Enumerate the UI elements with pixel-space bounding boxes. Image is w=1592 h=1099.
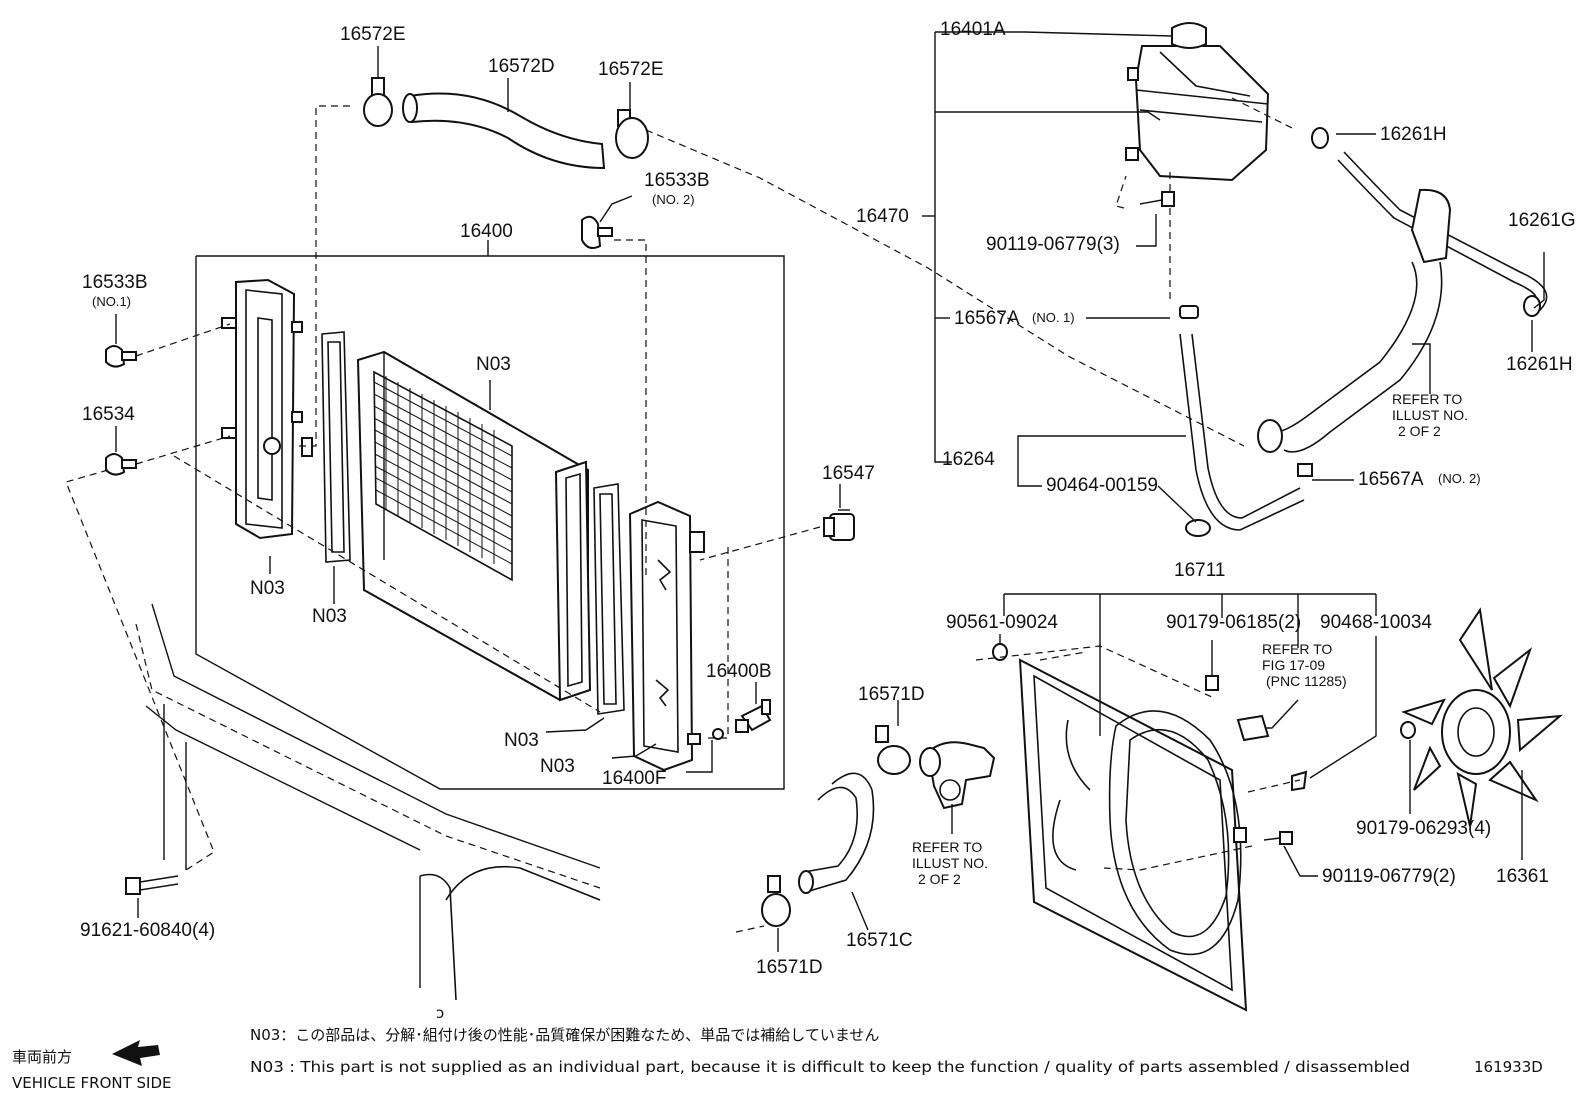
radiator-core (356, 350, 592, 702)
o-ring-16400F (712, 728, 724, 740)
label-16401A: 16401A (940, 19, 1006, 40)
radiator-right-gasket (593, 483, 625, 715)
label-16567A-no1-sub: (NO. 1) (1032, 310, 1075, 325)
stray-mark: ɔ (436, 1004, 444, 1022)
label-n03-left-gasket: N03 (312, 606, 347, 627)
hose-16572D (402, 92, 606, 170)
clamp-16567A-no1 (1179, 305, 1199, 319)
label-90464-00159: 90464-00159 (1046, 475, 1158, 496)
label-16361: 16361 (1496, 866, 1549, 887)
note-refer-fig-line1: REFER TO (1262, 641, 1332, 657)
diagram-id: 161933D (1474, 1058, 1543, 1076)
label-16711: 16711 (1174, 560, 1225, 581)
radiator-left-gasket (321, 331, 351, 563)
label-90179-06185: 90179-06185(2) (1166, 612, 1301, 633)
cushion-16533B-no1 (105, 345, 137, 368)
note-refer-2of2-bottom-line3: 2 OF 2 (918, 871, 961, 887)
label-16567A-no1: 16567A (954, 308, 1020, 329)
label-16261H-top: 16261H (1380, 124, 1447, 145)
clamp-16572E-left (363, 77, 393, 127)
vehicle-front-label-en: VEHICLE FRONT SIDE (12, 1074, 172, 1092)
reservoir-cap-16401A (1171, 22, 1207, 49)
label-16571D-top: 16571D (858, 684, 925, 705)
note-refer-fig-line3: (PNC 11285) (1266, 673, 1347, 689)
label-n03-left-tank: N03 (250, 578, 285, 599)
label-16400F: 16400F (602, 768, 666, 789)
cushion-16533B-no2 (581, 215, 613, 249)
note-refer-2of2-bottom-line1: REFER TO (912, 839, 982, 855)
drain-cock-16400B (735, 699, 772, 733)
hose-16571C (798, 772, 875, 894)
reservoir-hose-16264 (1179, 333, 1305, 537)
label-16571D-bottom: 16571D (756, 957, 823, 978)
radiator-group-box (195, 255, 785, 790)
label-16470: 16470 (856, 206, 909, 227)
clamp-16567A-no2 (1297, 463, 1313, 477)
clamp-16261H-right (1523, 295, 1541, 317)
bolt-91621-60840 (125, 875, 179, 895)
bolt-90119-06779-3 (1139, 191, 1175, 207)
label-16261H-right: 16261H (1506, 354, 1573, 375)
vehicle-front-label-jp: 車両前方 (12, 1048, 72, 1066)
label-16533B-no2: 16533B (644, 170, 710, 191)
bracket-90179-06185 (1205, 675, 1219, 691)
clamp-16571D-bottom (761, 875, 791, 927)
n03-note-en: N03 : This part is not supplied as an in… (250, 1058, 1410, 1076)
fan-shroud-16711 (1018, 658, 1248, 1012)
label-16533B-no2-sub: (NO. 2) (652, 192, 695, 207)
label-16533B-no1: 16533B (82, 272, 148, 293)
clip-90468-10034 (1291, 770, 1308, 792)
note-refer-2of2-top-line1: REFER TO (1392, 391, 1462, 407)
vehicle-body-outline (135, 603, 601, 1001)
label-90119-06779-3: 90119-06779(3) (986, 234, 1120, 255)
label-16567A-no2-sub: (NO. 2) (1438, 471, 1481, 486)
cushion-16534 (105, 453, 137, 476)
label-90468-10034: 90468-10034 (1320, 612, 1432, 633)
label-16572D: 16572D (488, 56, 555, 77)
label-16572E-top-right: 16572E (598, 59, 664, 80)
label-16261G: 16261G (1508, 210, 1576, 231)
note-refer-2of2-top-line3: 2 OF 2 (1398, 423, 1441, 439)
water-inlet-housing (919, 741, 996, 834)
label-16400B: 16400B (706, 661, 772, 682)
note-refer-fig-line2: FIG 17-09 (1262, 657, 1325, 673)
clamp-16572E-right (615, 109, 649, 159)
label-16534: 16534 (82, 404, 135, 425)
label-n03-right-gasket-b: N03 (540, 756, 575, 777)
label-91621-60840: 91621-60840(4) (80, 920, 215, 941)
label-16264: 16264 (942, 449, 995, 470)
label-90119-06779-2: 90119-06779(2) (1322, 866, 1456, 887)
radiator-right-tank (628, 500, 705, 772)
label-16400: 16400 (460, 221, 513, 242)
clamp-16261H-top (1311, 127, 1329, 149)
label-16533B-no1-sub: (NO.1) (92, 294, 131, 309)
label-n03-core: N03 (476, 354, 511, 375)
reservoir-tank-16470 (1125, 45, 1270, 182)
label-16567A-no2: 16567A (1358, 469, 1424, 490)
radiator-filler-neck (1257, 188, 1452, 453)
label-90561-09024: 90561-09024 (946, 612, 1058, 633)
n03-note-jp: N03：この部品は、分解･組付け後の性能･品質確保が困難なため、単品では補給して… (250, 1026, 879, 1044)
bolt-90119-06779-2 (1263, 831, 1293, 845)
note-refer-2of2-bottom-line2: ILLUST NO. (912, 855, 988, 871)
label-16571C: 16571C (846, 930, 913, 951)
clamp-16571D-top (875, 725, 911, 775)
coupling-plate (1236, 714, 1270, 742)
drain-plug-16547 (823, 509, 855, 541)
label-16572E-top-left: 16572E (340, 24, 406, 45)
label-16547: 16547 (822, 463, 875, 484)
vehicle-front-arrow-icon (112, 1040, 160, 1066)
label-90179-06293: 90179-06293(4) (1356, 818, 1491, 839)
note-refer-2of2-top-line2: ILLUST NO. (1392, 407, 1468, 423)
nut-90179-06293 (1400, 721, 1416, 739)
label-n03-right-gasket-a: N03 (504, 730, 539, 751)
radiator-left-tank (221, 278, 313, 540)
fan-16361 (1401, 607, 1564, 827)
